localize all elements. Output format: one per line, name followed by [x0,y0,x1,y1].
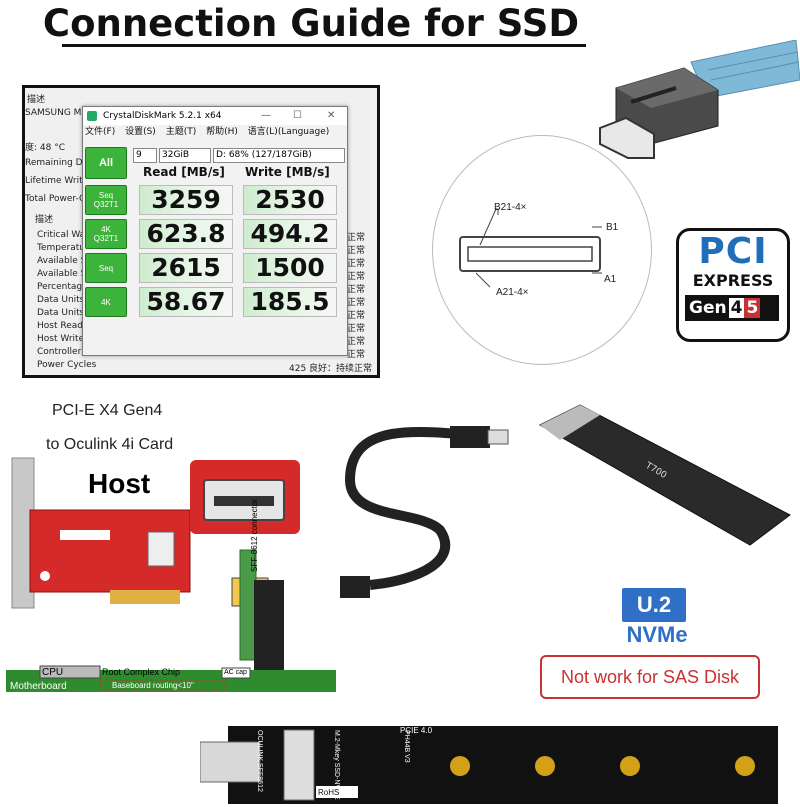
bg-table-row: Temperatu [37,243,85,253]
bg-status-cell: 正常 [347,285,366,295]
menu-help[interactable]: 帮助(H) [206,127,238,137]
bg-status-text: 425 良好：持续正常 [289,364,373,374]
window-titlebar: CrystalDiskMark 5.2.1 x64 — ☐ ✕ [83,107,347,125]
all-button[interactable]: All [85,147,127,179]
test-row-button[interactable]: Seq [85,253,127,283]
size-select[interactable]: 32GiB [159,148,211,163]
card-label-line2: to Oculink 4i Card [46,436,174,453]
bg-text-line: 描述 [35,215,54,225]
pin-label-b1: B1 [606,222,619,233]
oculink-port-zoom [190,460,300,534]
menu-settings[interactable]: 设置(S) [125,127,156,137]
pin-label-a1: A1 [604,274,617,285]
crystaldiskmark-window: CrystalDiskMark 5.2.1 x64 — ☐ ✕ 文件(F) 设置… [82,106,348,356]
drive-select[interactable]: D: 68% (127/187GiB) [213,148,345,163]
root-complex-label: Root Complex Chip [102,667,181,677]
maximize-icon[interactable]: ☐ [293,110,302,121]
bg-table-row: Critical Wa [37,230,86,240]
menu-bar: 文件(F) 设置(S) 主题(T) 帮助(H) 语言(L)(Language) [83,125,347,139]
app-icon [87,111,97,121]
bg-status-cell: 正常 [347,350,366,360]
bg-text-line: 描述 [27,95,46,105]
bg-status-cell: 正常 [347,324,366,334]
host-label: Host [88,468,151,499]
pcie4-label: PCIE 4.0 [400,726,433,735]
title-underline [62,44,586,47]
close-icon[interactable]: ✕ [327,110,336,121]
bg-table-row: Power Cycles [37,360,97,370]
bg-table-row: Host Read [37,321,83,331]
sff8612-label: SFF-8612 connector [250,499,259,572]
bg-status-cell: 正常 [347,298,366,308]
menu-language[interactable]: 语言(L)(Language) [247,127,330,137]
page-title: Connection Guide for SSD [42,2,580,45]
bg-status-cell: 正常 [347,259,366,269]
runs-select[interactable]: 9 [133,148,157,163]
bg-text-line: Remaining Dri [25,158,89,168]
write-header: Write [MB/s] [245,165,330,179]
bg-status-cell: 正常 [347,233,366,243]
write-value: 185.5 [243,287,337,317]
ac-cap-label: AC cap [224,669,247,676]
sas-warning-box: Not work for SAS Disk [540,655,760,699]
bg-table-row: Available S [37,256,87,266]
bg-table-row: Host Write [37,334,85,344]
card-label-line1: PCI-E X4 Gen4 [52,402,163,419]
bg-text-line: Total Power-O [25,194,87,204]
motherboard-label: Motherboard [10,681,67,692]
menu-file[interactable]: 文件(F) [85,127,116,137]
bg-table-row: Available S [37,269,87,279]
rohs-label: RoHS [318,788,340,797]
oculink-label: OCULINK SFF8612 [256,730,263,792]
bg-status-cell: 正常 [347,311,366,321]
oculink-cable-illustration [340,426,509,598]
bg-text-line: 度: 48 °C [25,143,65,153]
pcie-oculink-card-illustration [11,457,191,609]
benchmark-screenshot: 描述 SAMSUNG MZV 度: 48 °C Remaining Dri Li… [22,85,380,378]
oculink-connector-illustration [599,40,800,159]
baseboard-routing-label: Baseboard routing<10" [112,681,194,690]
bg-table-row: Data Units [37,295,85,305]
read-header: Read [MB/s] [143,165,225,179]
test-row-button[interactable]: 4K [85,287,127,317]
bg-status-cell: 正常 [347,337,366,347]
pin-label-a21: A21-4× [496,287,529,298]
u2-badge: U.2 [622,588,686,622]
receptacle-outline [459,208,602,288]
bg-status-cell: 正常 [347,246,366,256]
bg-table-row: Controller [37,347,82,357]
write-value: 1500 [243,253,337,283]
menu-theme[interactable]: 主题(T) [165,127,197,137]
motherboard-diagram [6,549,336,692]
express-text: EXPRESS [692,271,774,290]
nvme-badge: NVMe [626,622,688,647]
model-label: PH44B V3 [403,730,410,763]
read-value: 58.67 [139,287,233,317]
read-value: 2615 [139,253,233,283]
bg-table-row: Percentage [37,282,88,292]
sff8612-pinout-diagram [432,135,652,365]
window-title: CrystalDiskMark 5.2.1 x64 [103,111,222,121]
bg-text-line: SAMSUNG MZV [25,108,94,118]
bg-table-row: Data Units [37,308,85,318]
bg-status-cell: 正常 [347,272,366,282]
u2-nvme-drive-illustration: T700 [538,404,791,546]
m2-adapter-board-illustration [200,726,778,804]
bg-text-line: Lifetime Write [25,176,89,186]
pin-label-b21: B21-4× [494,202,527,213]
write-value: 2530 [243,185,337,215]
pci-text: PCI [698,231,768,272]
write-value: 494.2 [243,219,337,249]
read-value: 3259 [139,185,233,215]
minimize-icon[interactable]: — [261,110,271,121]
cpu-label: CPU [42,667,64,678]
read-value: 623.8 [139,219,233,249]
